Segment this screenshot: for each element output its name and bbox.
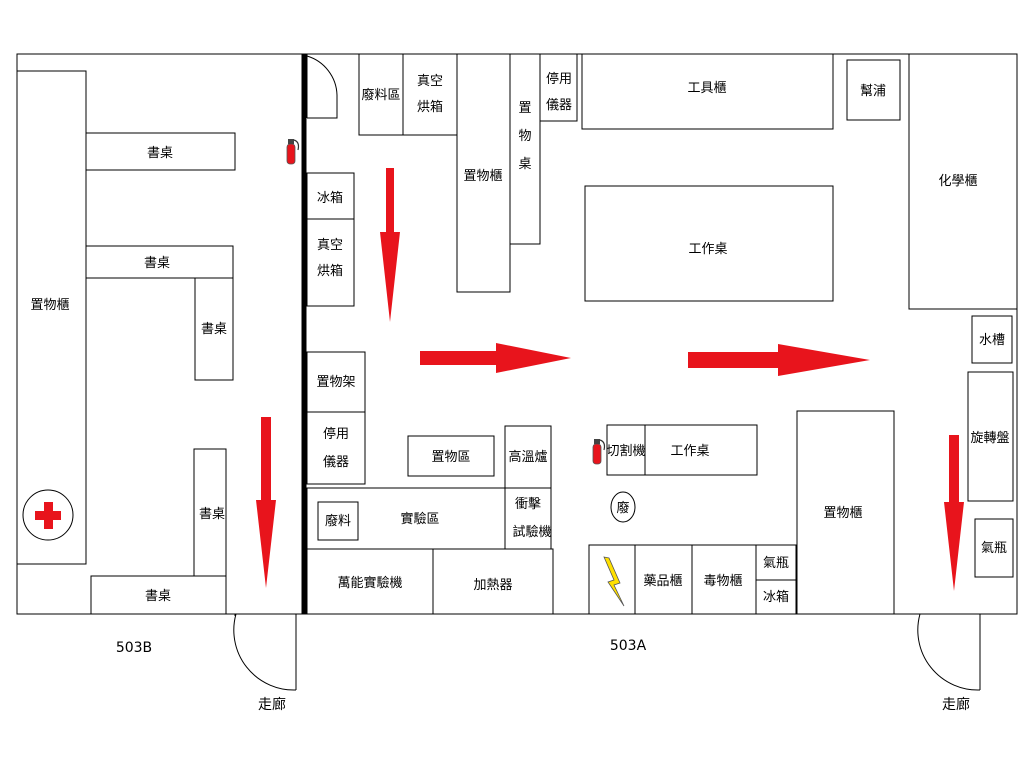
vacuum-oven-top xyxy=(402,53,458,136)
label-desk-b-2: 書桌 xyxy=(144,256,170,271)
desk-b-3 xyxy=(194,277,234,381)
label-storage-desk-2: 物 xyxy=(518,129,531,144)
label-universal-tester: 萬能實驗機 xyxy=(337,575,402,591)
label-storage-cabinet-top: 置物櫃 xyxy=(463,169,502,184)
label-storage-desk-1: 置 xyxy=(518,101,531,116)
label-fridge-small: 冰箱 xyxy=(763,589,789,605)
label-storage-cabinet-right: 置物櫃 xyxy=(823,506,862,521)
storage-area xyxy=(407,435,495,477)
decommissioned-left xyxy=(306,411,366,485)
label-desk-b-3: 書桌 xyxy=(201,322,227,337)
storage-cabinet-b xyxy=(16,70,87,565)
electrical-hazard-icon xyxy=(603,556,625,607)
label-workbench-main: 工作桌 xyxy=(688,242,727,257)
label-chemicals-cabinet: 藥品櫃 xyxy=(643,574,682,589)
label-vacuum-oven-left-1: 真空 xyxy=(317,238,343,253)
workbench-small xyxy=(644,424,758,476)
label-vacuum-oven-left-2: 烘箱 xyxy=(317,263,343,279)
waste-area xyxy=(358,53,404,136)
evacuation-arrow-icon xyxy=(380,168,400,322)
label-toxics-cabinet: 毒物櫃 xyxy=(703,574,742,589)
label-shelf: 置物架 xyxy=(316,375,355,390)
evacuation-arrow-icon xyxy=(944,435,964,591)
workbench-main xyxy=(584,185,834,302)
cutter xyxy=(606,424,646,476)
storage-cabinet-top xyxy=(456,53,511,293)
universal-tester xyxy=(306,548,434,615)
label-waste-bin: 廢 xyxy=(616,501,629,516)
fridge-left xyxy=(306,172,355,220)
label-chemical-cabinet: 化學櫃 xyxy=(938,174,977,189)
label-vacuum-oven-top-2: 烘箱 xyxy=(417,99,443,115)
label-desk-b-5: 書桌 xyxy=(145,589,171,604)
high-temp-furnace xyxy=(504,425,552,489)
pump xyxy=(846,59,901,121)
gas-cylinder-right xyxy=(974,518,1014,578)
label-lab-area: 實驗區 xyxy=(400,511,439,527)
label-desk-b-4: 書桌 xyxy=(199,507,225,522)
label-storage-cabinet-b: 置物櫃 xyxy=(30,298,69,313)
evacuation-arrow-icon xyxy=(256,417,276,588)
turntable xyxy=(967,371,1014,502)
label-cutter: 切割機 xyxy=(606,443,645,459)
desk-b-2 xyxy=(85,245,234,279)
evacuation-arrow-icon xyxy=(688,344,870,376)
label-heater: 加熱器 xyxy=(473,578,512,593)
heater xyxy=(432,548,554,615)
label-desk-b-1: 書桌 xyxy=(147,146,173,161)
label-waste-left: 廢料 xyxy=(325,514,351,529)
label-gas-cylinder-small: 氣瓶 xyxy=(763,556,789,571)
impact-tester xyxy=(504,487,552,550)
vacuum-oven-left xyxy=(306,218,355,307)
corridor-label-right: 走廊 xyxy=(942,696,970,713)
chemical-cabinet xyxy=(908,53,1018,310)
corridor-label-left: 走廊 xyxy=(258,696,286,713)
label-impact-tester-1: 衝擊 xyxy=(515,496,541,512)
waste-bin xyxy=(610,491,636,523)
label-high-temp-furnace: 高溫爐 xyxy=(508,449,547,465)
label-waste-area: 廢料區 xyxy=(361,88,400,103)
desk-b-4 xyxy=(193,448,227,577)
waste-left xyxy=(317,501,359,541)
label-sink: 水槽 xyxy=(979,333,1005,348)
label-impact-tester-2: 試驗機 xyxy=(512,524,551,540)
decommissioned-top xyxy=(539,53,578,122)
door-503a-top xyxy=(306,54,338,119)
label-storage-desk-3: 桌 xyxy=(518,157,531,172)
label-gas-cylinder-right: 氣瓶 xyxy=(981,541,1007,556)
label-tool-cabinet: 工具櫃 xyxy=(687,81,726,96)
label-workbench-small: 工作桌 xyxy=(670,444,709,459)
tool-cabinet xyxy=(581,53,834,130)
storage-desk xyxy=(509,53,541,245)
label-storage-area: 置物區 xyxy=(431,450,470,465)
label-turntable: 旋轉盤 xyxy=(970,431,1009,446)
fridge-small xyxy=(755,579,797,615)
door-right xyxy=(917,613,981,691)
desk-b-5 xyxy=(90,575,227,615)
desk-b-1 xyxy=(85,132,236,171)
label-pump: 幫浦 xyxy=(860,83,886,99)
label-decommissioned-left-2: 儀器 xyxy=(323,455,349,470)
label-decommissioned-top-2: 儀器 xyxy=(546,98,572,113)
label-fridge-left: 冰箱 xyxy=(317,190,343,206)
evacuation-arrow-icon xyxy=(420,343,571,373)
first-aid-icon xyxy=(22,489,74,541)
sink xyxy=(971,315,1013,364)
label-vacuum-oven-top-1: 真空 xyxy=(417,74,443,89)
room-label-503a: 503A xyxy=(610,638,647,654)
electrical-box xyxy=(588,544,636,615)
toxics-cabinet xyxy=(691,544,757,615)
label-decommissioned-left-1: 停用 xyxy=(323,426,349,442)
label-decommissioned-top-1: 停用 xyxy=(546,71,572,87)
door-left xyxy=(233,613,297,691)
storage-cabinet-right xyxy=(796,410,895,615)
room-label-503b: 503B xyxy=(116,640,152,656)
shelf xyxy=(306,351,366,413)
